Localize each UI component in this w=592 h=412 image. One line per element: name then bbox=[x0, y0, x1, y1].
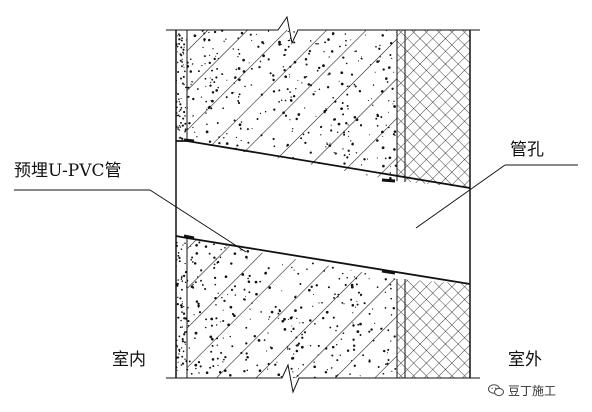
upper-insulation bbox=[397, 30, 470, 188]
upper-plaster-layer bbox=[176, 33, 187, 140]
pipe-leader-line bbox=[149, 189, 247, 253]
hole-label: 管孔 bbox=[510, 140, 544, 160]
pipe-label: 预埋U-PVC管 bbox=[14, 161, 122, 181]
indoor-label: 室内 bbox=[112, 350, 146, 370]
watermark-text: 豆丁施工 bbox=[508, 384, 557, 398]
lower-plaster-layer bbox=[176, 236, 187, 372]
bottom-break-line bbox=[166, 363, 480, 394]
lower-insulation bbox=[397, 279, 470, 378]
top-break-line bbox=[166, 15, 480, 45]
chat-bubble-icon bbox=[488, 384, 504, 397]
outdoor-label: 室外 bbox=[508, 350, 542, 370]
upper-wall-concrete bbox=[187, 30, 397, 181]
watermark: 豆丁施工 bbox=[488, 382, 556, 399]
hole-leader-line bbox=[415, 164, 506, 229]
lower-wall-concrete bbox=[187, 238, 397, 378]
